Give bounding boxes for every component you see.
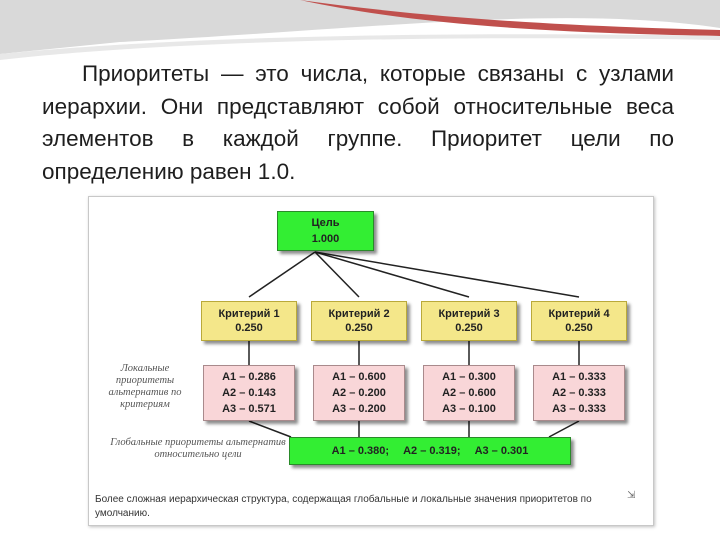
- criterion-value: 0.250: [565, 322, 593, 334]
- global-priorities-node: А1 – 0.380; А2 – 0.319; А3 – 0.301: [289, 437, 571, 465]
- local-priorities-label: Локальные приоритеты альтернатив по крит…: [108, 363, 182, 410]
- global-priority: А2 – 0.319;: [403, 445, 461, 457]
- criterion-title: Критерий 1: [218, 308, 280, 320]
- edge-goal-crit3: [314, 251, 470, 298]
- goal-node: Цель 1.000: [277, 211, 374, 251]
- local-priority: А3 – 0.100: [442, 403, 496, 415]
- criterion-node-1: Критерий 1 0.250: [201, 301, 297, 341]
- goal-value: 1.000: [311, 233, 340, 245]
- local-priority: А1 – 0.333: [552, 371, 606, 383]
- criterion-node-2: Критерий 2 0.250: [311, 301, 407, 341]
- goal-title: Цель: [311, 217, 340, 229]
- local-priorities-node-2: А1 – 0.600 А2 – 0.200 А3 – 0.200: [313, 365, 405, 421]
- local-priorities-node-4: А1 – 0.333 А2 – 0.333 А3 – 0.333: [533, 365, 625, 421]
- criterion-value: 0.250: [455, 322, 483, 334]
- edge-goal-crit1: [248, 251, 316, 298]
- global-priority: А3 – 0.301: [474, 445, 529, 457]
- criterion-title: Критерий 3: [438, 308, 500, 320]
- local-priority: А3 – 0.200: [332, 403, 386, 415]
- local-priority: А3 – 0.333: [552, 403, 606, 415]
- local-priority: А2 – 0.200: [332, 387, 386, 399]
- global-priority: А1 – 0.380;: [331, 445, 390, 457]
- criterion-node-4: Критерий 4 0.250: [531, 301, 627, 341]
- criterion-value: 0.250: [345, 322, 373, 334]
- criterion-title: Критерий 4: [548, 308, 610, 320]
- local-priorities-node-3: А1 – 0.300 А2 – 0.600 А3 – 0.100: [423, 365, 515, 421]
- criterion-title: Критерий 2: [328, 308, 390, 320]
- hierarchy-figure: Цель 1.000 Критерий 1 0.250 Критерий 2 0…: [88, 196, 654, 526]
- header-decoration: [0, 0, 720, 60]
- connector-lines: [248, 251, 580, 438]
- local-priorities-node-1: А1 – 0.286 А2 – 0.143 А3 – 0.571: [203, 365, 295, 421]
- edge-goal-crit4: [314, 251, 580, 298]
- local-priority: А3 – 0.571: [222, 403, 276, 415]
- intro-paragraph: Приоритеты — это числа, которые связаны …: [42, 61, 674, 184]
- expand-icon[interactable]: ⇲: [627, 490, 636, 501]
- criterion-node-3: Критерий 3 0.250: [421, 301, 517, 341]
- edge-goal-crit2: [314, 251, 360, 298]
- local-priority: А1 – 0.300: [442, 371, 496, 383]
- criterion-value: 0.250: [235, 322, 263, 334]
- local-priority: А2 – 0.333: [552, 387, 606, 399]
- global-priorities-label: Глобальные приоритеты альтернатив относи…: [110, 437, 286, 460]
- local-priority: А2 – 0.600: [442, 387, 496, 399]
- local-priority: А1 – 0.600: [332, 371, 386, 383]
- figure-caption: Более сложная иерархическая структура, с…: [95, 494, 592, 519]
- local-priority: А1 – 0.286: [222, 371, 276, 383]
- local-priority: А2 – 0.143: [222, 387, 276, 399]
